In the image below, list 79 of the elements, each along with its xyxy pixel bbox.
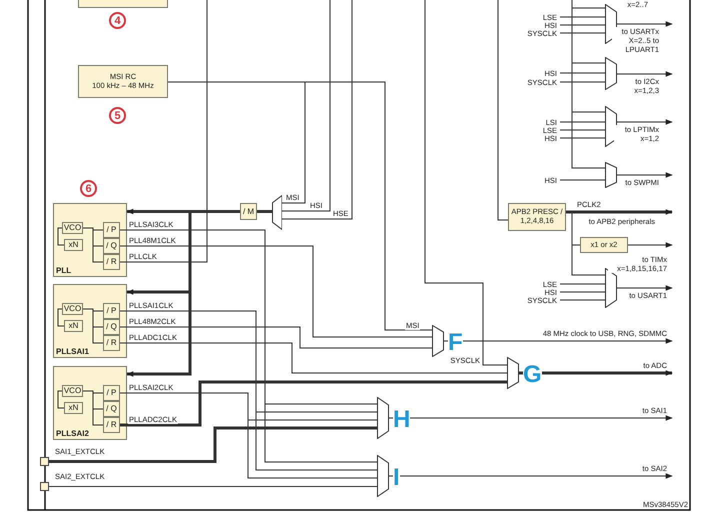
block-title: PLL bbox=[56, 266, 72, 275]
box-label: / P bbox=[106, 388, 116, 398]
prescaler-box bbox=[508, 203, 566, 231]
multiplexer-symbol bbox=[377, 455, 389, 497]
pin-pad bbox=[40, 457, 49, 466]
connector-line bbox=[120, 0, 208, 262]
connector-line bbox=[58, 308, 64, 326]
connector-line bbox=[282, 0, 330, 212]
box-label: xN bbox=[68, 403, 78, 413]
connector-line bbox=[48, 486, 378, 487]
arrow bbox=[616, 172, 673, 178]
box-label: / P bbox=[106, 225, 116, 235]
arrow bbox=[616, 71, 673, 77]
connector-line bbox=[560, 32, 606, 34]
box-label: / P bbox=[106, 306, 116, 316]
arrow bbox=[616, 119, 673, 125]
callout-number: 5 bbox=[109, 107, 126, 124]
connector-line bbox=[572, 0, 606, 168]
connector-line bbox=[424, 0, 508, 366]
arrow bbox=[616, 21, 673, 27]
connector-line bbox=[560, 24, 606, 26]
box-label: / R bbox=[106, 257, 117, 267]
multiplexer-symbol bbox=[605, 57, 617, 90]
arrow bbox=[388, 473, 673, 479]
connector-line bbox=[257, 210, 272, 213]
connector-line bbox=[49, 426, 377, 463]
multiplexer-symbol bbox=[377, 397, 389, 439]
box-label: xN bbox=[68, 321, 78, 331]
arrow bbox=[616, 285, 673, 291]
multiplexer-symbol bbox=[605, 162, 617, 188]
multiplexer-symbol bbox=[605, 268, 617, 308]
pin-pad bbox=[40, 482, 49, 491]
box-label: / R bbox=[106, 338, 117, 348]
arrow bbox=[519, 370, 673, 376]
multiplier-box bbox=[64, 402, 83, 414]
block-title: PLLSAI1 bbox=[56, 347, 89, 356]
arrow bbox=[126, 210, 240, 377]
connector-line bbox=[120, 246, 432, 338]
connector-line bbox=[58, 228, 64, 246]
box-label: VCO bbox=[64, 223, 82, 233]
connector-line bbox=[82, 308, 104, 344]
box-label: VCO bbox=[64, 304, 82, 314]
arrow bbox=[388, 415, 673, 421]
box-label: / Q bbox=[106, 241, 117, 251]
box-label: VCO bbox=[64, 386, 82, 396]
connector-line bbox=[560, 16, 606, 18]
connector-line bbox=[82, 228, 104, 262]
connector-line bbox=[58, 390, 64, 408]
pll-block bbox=[53, 203, 127, 277]
arrow bbox=[566, 209, 673, 215]
multiplier-box bbox=[64, 239, 83, 251]
connector-line bbox=[282, 0, 352, 220]
multiplexer-symbol bbox=[605, 106, 617, 147]
block-title: PLLSAI2 bbox=[56, 429, 89, 438]
box-label: / Q bbox=[106, 322, 117, 332]
box-label: xN bbox=[68, 240, 78, 250]
connector-line bbox=[498, 0, 508, 220]
multiplexer-symbol bbox=[432, 325, 444, 357]
callout-number: 6 bbox=[80, 180, 97, 197]
callout-number: 4 bbox=[109, 12, 126, 29]
connector-line bbox=[120, 342, 508, 374]
multiplexer-symbol bbox=[272, 195, 282, 230]
connector-line bbox=[560, 72, 606, 74]
connector-line bbox=[120, 326, 432, 348]
arrow bbox=[628, 242, 673, 248]
box-label: / Q bbox=[106, 404, 117, 414]
box-label: / M bbox=[242, 206, 254, 216]
oscillator-box bbox=[78, 65, 168, 98]
multiplier-box bbox=[580, 237, 628, 253]
box-label: / R bbox=[106, 420, 117, 430]
oscillator-box bbox=[78, 0, 168, 8]
pll-block bbox=[53, 366, 127, 440]
connector-line bbox=[82, 390, 104, 426]
multiplexer-symbol bbox=[507, 357, 519, 389]
multiplier-box bbox=[64, 320, 83, 332]
arrow bbox=[444, 338, 673, 344]
pll-block bbox=[53, 284, 127, 358]
connector-line bbox=[120, 380, 507, 426]
connector-line bbox=[566, 212, 606, 276]
